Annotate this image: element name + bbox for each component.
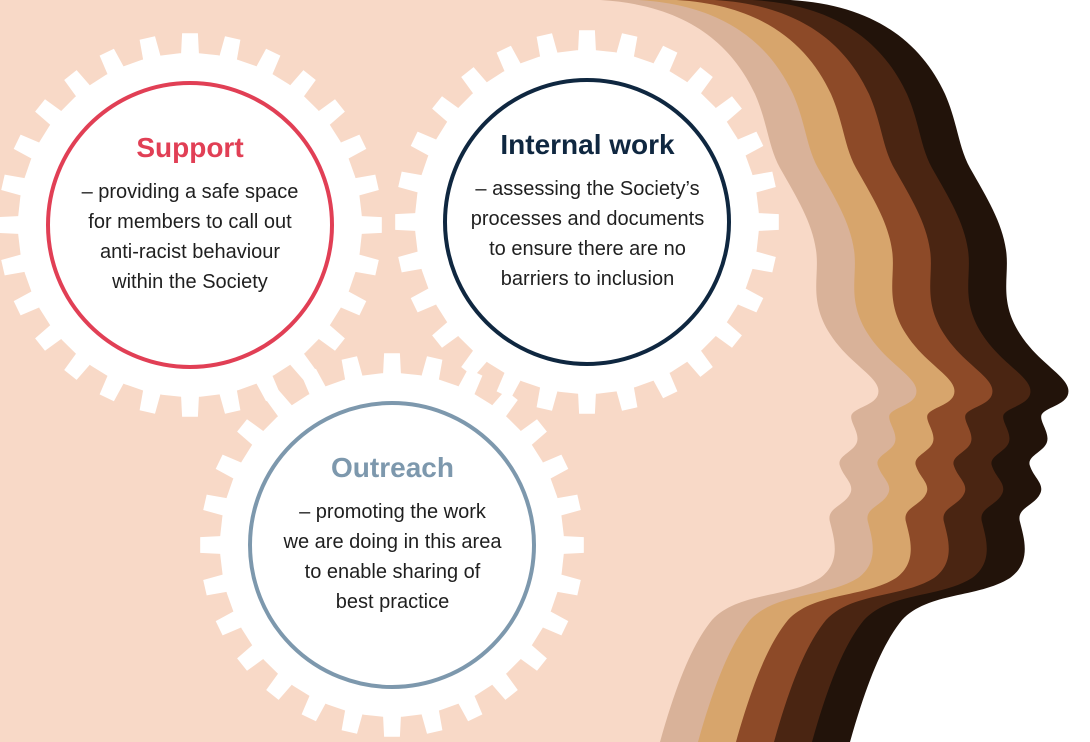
- outreach-line: we are doing in this area: [283, 531, 502, 553]
- gear-ring: [46, 81, 334, 369]
- internal-work-line: to ensure there are no: [489, 238, 686, 260]
- support-title: Support: [136, 132, 244, 163]
- support-line: – providing a safe space: [81, 181, 299, 203]
- outreach-gear-icon: [200, 353, 584, 737]
- outreach-line: – promoting the work: [299, 501, 486, 523]
- support-line: for members to call out: [88, 211, 292, 233]
- internal-work-gear: Internal work – assessing the Society’s …: [470, 128, 705, 294]
- support-gear-icon: [0, 33, 382, 417]
- gear-ring: [248, 401, 536, 689]
- internal-work-line: – assessing the Society’s: [475, 178, 700, 200]
- support-line: within the Society: [112, 271, 268, 293]
- outreach-line: to enable sharing of: [304, 561, 481, 583]
- internal-work-line: processes and documents: [470, 208, 705, 230]
- outreach-description: – promoting the work we are doing in thi…: [275, 497, 510, 617]
- support-line: anti-racist behaviour: [99, 241, 281, 263]
- internal-work-title: Internal work: [500, 129, 675, 160]
- support-description: – providing a safe space for members to …: [75, 177, 305, 297]
- outreach-gear: Outreach – promoting the work we are doi…: [275, 451, 510, 617]
- internal-work-gear-icon: [395, 30, 779, 414]
- gear-ring: [443, 78, 731, 366]
- internal-work-line: barriers to inclusion: [500, 268, 675, 290]
- outreach-line: best practice: [335, 591, 450, 613]
- support-gear: Support – providing a safe space for mem…: [75, 131, 305, 297]
- internal-work-description: – assessing the Society’s processes and …: [470, 174, 705, 294]
- outreach-title: Outreach: [331, 452, 454, 483]
